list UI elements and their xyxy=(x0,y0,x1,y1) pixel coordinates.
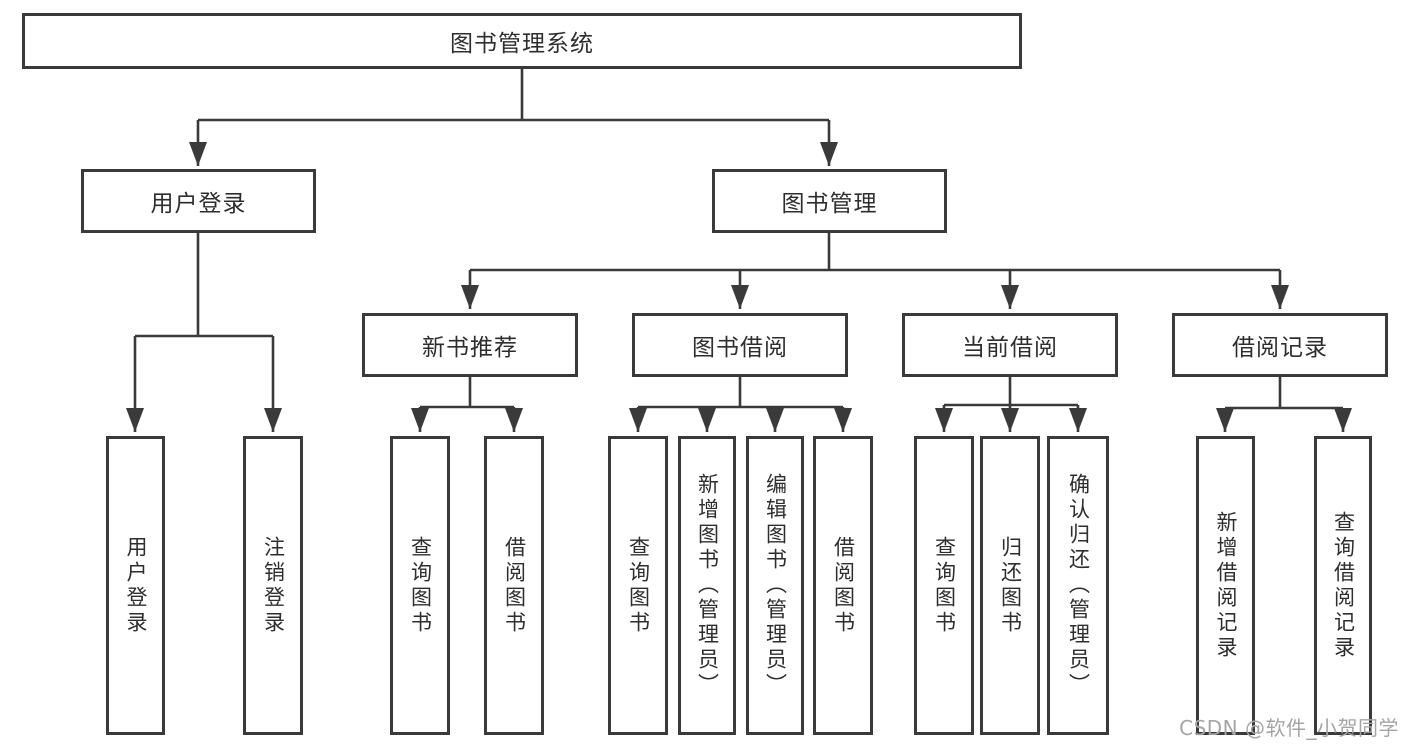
leaf-bb-edit-book-admin-label: 编辑图书（管理员） xyxy=(763,473,788,698)
node-book-management-label: 图书管理 xyxy=(781,191,878,217)
node-borrow-records-label: 借阅记录 xyxy=(1232,335,1328,361)
leaf-bb-add-book-admin: 新增图书（管理员） xyxy=(678,436,736,735)
leaf-logout-label: 注销登录 xyxy=(261,535,286,636)
node-root-label: 图书管理系统 xyxy=(450,31,594,57)
node-book-borrow: 图书借阅 xyxy=(632,313,848,377)
leaf-cb-query-book: 查询图书 xyxy=(914,436,974,735)
leaf-bb-add-book-admin-label: 新增图书（管理员） xyxy=(695,473,720,698)
leaf-user-login-label: 用户登录 xyxy=(124,535,148,636)
leaf-records-query-label: 查询借阅记录 xyxy=(1331,510,1356,661)
leaf-recommend-query-book-label: 查询图书 xyxy=(408,535,433,636)
leaf-bb-query-book: 查询图书 xyxy=(608,436,668,735)
leaf-cb-confirm-return-admin: 确认归还（管理员） xyxy=(1047,436,1109,735)
leaf-records-add-label: 新增借阅记录 xyxy=(1214,510,1238,661)
leaf-bb-edit-book-admin: 编辑图书（管理员） xyxy=(746,436,804,735)
leaf-records-add: 新增借阅记录 xyxy=(1196,436,1255,735)
leaf-bb-borrow-book: 借阅图书 xyxy=(813,436,873,735)
node-root: 图书管理系统 xyxy=(22,13,1022,69)
node-current-borrow-label: 当前借阅 xyxy=(962,335,1058,361)
node-new-book-recommend-label: 新书推荐 xyxy=(422,335,518,361)
leaf-cb-return-book-label: 归还图书 xyxy=(998,535,1023,636)
leaf-recommend-borrow-book: 借阅图书 xyxy=(484,436,544,735)
node-borrow-records: 借阅记录 xyxy=(1172,313,1388,377)
node-current-borrow: 当前借阅 xyxy=(902,313,1118,377)
node-book-borrow-label: 图书借阅 xyxy=(692,335,788,361)
leaf-recommend-borrow-book-label: 借阅图书 xyxy=(502,535,527,636)
watermark: CSDN @软件_小贺同学 xyxy=(1179,716,1399,740)
leaf-cb-query-book-label: 查询图书 xyxy=(932,535,957,636)
node-book-management: 图书管理 xyxy=(712,169,947,233)
leaf-bb-query-book-label: 查询图书 xyxy=(626,535,651,636)
leaf-recommend-query-book: 查询图书 xyxy=(390,436,450,735)
leaf-cb-return-book: 归还图书 xyxy=(980,436,1040,735)
node-new-book-recommend: 新书推荐 xyxy=(362,313,578,377)
leaf-bb-borrow-book-label: 借阅图书 xyxy=(831,535,856,636)
node-user-login-label: 用户登录 xyxy=(150,191,247,217)
node-user-login: 用户登录 xyxy=(81,169,316,233)
leaf-logout: 注销登录 xyxy=(243,436,303,735)
leaf-cb-confirm-return-admin-label: 确认归还（管理员） xyxy=(1066,473,1091,698)
leaf-user-login: 用户登录 xyxy=(106,436,165,735)
leaf-records-query: 查询借阅记录 xyxy=(1314,436,1372,735)
